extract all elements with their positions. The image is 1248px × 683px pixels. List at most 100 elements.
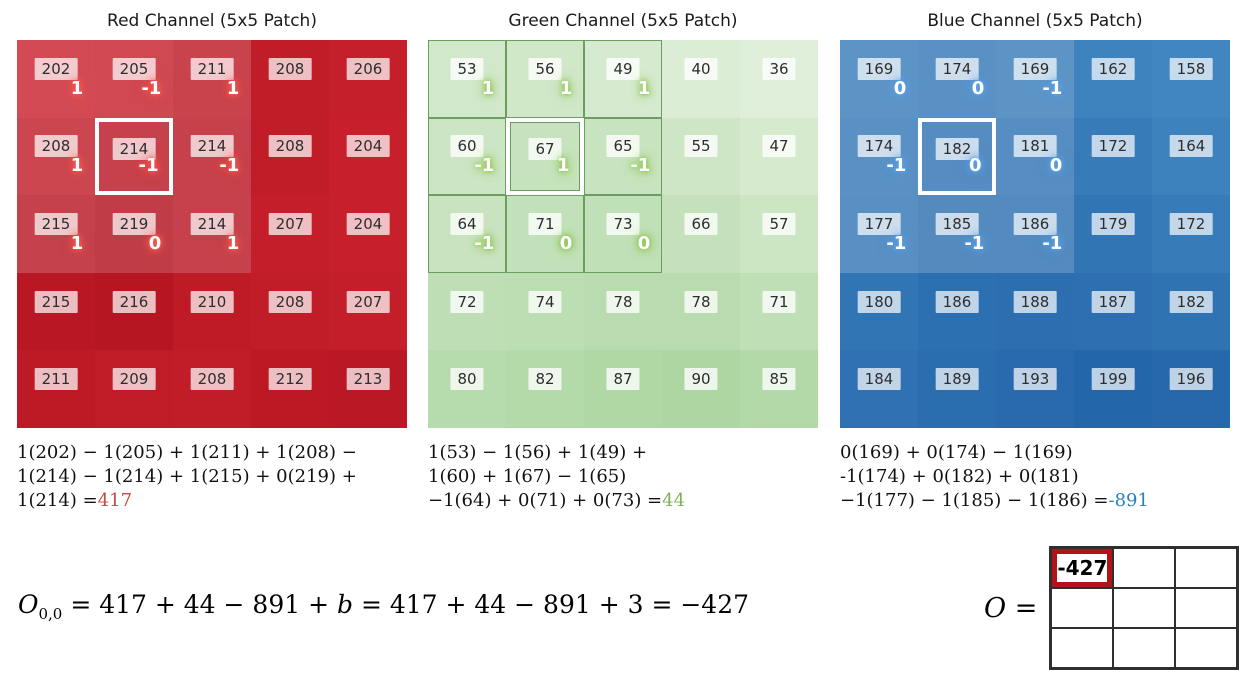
- cell-value: 188: [1013, 290, 1057, 313]
- green-sum-result: 44: [662, 490, 686, 511]
- kernel-weight: -1: [138, 155, 159, 177]
- grid-cell: 210: [173, 272, 251, 351]
- grid-cell: 207: [329, 272, 407, 351]
- cell-value: 57: [762, 213, 796, 236]
- cell-value: 87: [606, 368, 640, 391]
- cell-value: 78: [684, 290, 718, 313]
- kernel-weight: 1: [481, 77, 495, 99]
- grid-cell: 55: [662, 117, 740, 196]
- grid-cell: 40: [662, 40, 740, 118]
- cell-value: 207: [346, 290, 390, 313]
- grid-cell: 216: [95, 272, 173, 351]
- cell-value: 49: [606, 57, 640, 80]
- kernel-weight: -1: [1042, 77, 1063, 99]
- cell-value: 205: [112, 57, 156, 80]
- kernel-weight: 1: [70, 232, 84, 254]
- grid-cell: 193: [996, 350, 1074, 428]
- cell-value: 82: [528, 368, 562, 391]
- formula-line-text: 1(214) =: [17, 490, 98, 511]
- grid-cell: 158: [1152, 40, 1230, 118]
- kernel-weight: 0: [968, 155, 982, 177]
- formula-line: 1(60) + 1(67) − 1(65): [428, 466, 627, 487]
- kernel-weight: 1: [226, 232, 240, 254]
- cell-value: 199: [1091, 368, 1135, 391]
- kernel-weight: 0: [971, 77, 985, 99]
- grid-cell: 214-1: [173, 117, 251, 196]
- center-highlight-cell: 214-1: [95, 117, 173, 196]
- grid-cell: 206: [329, 40, 407, 118]
- grid-cell: 74: [506, 272, 584, 351]
- grid-cell: 174-1: [840, 117, 918, 196]
- kernel-weight: 1: [559, 77, 573, 99]
- grid-cell: 36: [740, 40, 818, 118]
- output-equation: O0,0 = 417 + 44 − 891 + b = 417 + 44 − 8…: [18, 590, 749, 623]
- cell-value: 47: [762, 135, 796, 158]
- grid-cell: 211: [17, 350, 95, 428]
- grid-cell: 78: [584, 272, 662, 351]
- kernel-weight: -1: [1042, 232, 1063, 254]
- cell-value: 185: [935, 213, 979, 236]
- blue-channel-formula: 0(169) + 0(174) − 1(169) -1(174) + 0(182…: [840, 441, 1230, 513]
- grid-cell: 188: [996, 272, 1074, 351]
- cell-value: 215: [34, 213, 78, 236]
- cell-value: 162: [1091, 57, 1135, 80]
- kernel-weight: -1: [141, 77, 162, 99]
- cell-value: 180: [857, 290, 901, 313]
- cell-value: 71: [528, 213, 562, 236]
- output-matrix-grid: -427: [1049, 546, 1240, 670]
- kernel-weight: 0: [637, 232, 651, 254]
- blue-sum-result: -891: [1108, 490, 1149, 511]
- cell-value: 182: [935, 137, 979, 160]
- cell-value: 211: [34, 368, 78, 391]
- output-cell-empty: [1113, 588, 1176, 628]
- kernel-weight: 0: [148, 232, 162, 254]
- cell-value: 78: [606, 290, 640, 313]
- grid-cell: 205-1: [95, 40, 173, 118]
- grid-cell: 215: [17, 272, 95, 351]
- cell-value: 212: [268, 368, 312, 391]
- grid-cell: 65-1: [584, 117, 662, 196]
- grid-cell: 196: [1152, 350, 1230, 428]
- cell-value: 184: [857, 368, 901, 391]
- cell-value: 169: [857, 57, 901, 80]
- grid-cell: 82: [506, 350, 584, 428]
- grid-cell: 187: [1074, 272, 1152, 351]
- output-cell-empty: [1175, 588, 1238, 628]
- cell-value: 85: [762, 368, 796, 391]
- output-cell-empty: [1113, 548, 1176, 588]
- grid-cell: 184: [840, 350, 918, 428]
- output-cell-empty: [1175, 548, 1238, 588]
- cell-value: 40: [684, 57, 718, 80]
- grid-cell: 72: [428, 272, 506, 351]
- cell-value: 215: [34, 290, 78, 313]
- cell-value: 66: [684, 213, 718, 236]
- kernel-weight: 0: [559, 232, 573, 254]
- cell-value: 193: [1013, 368, 1057, 391]
- output-matrix-label: O =: [984, 593, 1037, 624]
- cell-value: 177: [857, 213, 901, 236]
- formula-line: 1(202) − 1(205) + 1(211) + 1(208) −: [17, 442, 357, 463]
- formula-line: −1(177) − 1(185) − 1(186) =-891: [840, 489, 1230, 513]
- kernel-weight: -1: [219, 155, 240, 177]
- grid-cell: 172: [1152, 195, 1230, 273]
- kernel-weight: 0: [893, 77, 907, 99]
- cell-value: 181: [1013, 135, 1057, 158]
- grid-cell: 213: [329, 350, 407, 428]
- kernel-weight: -1: [474, 155, 495, 177]
- grid-cell: 177-1: [840, 195, 918, 273]
- grid-cell: 78: [662, 272, 740, 351]
- cell-value: 216: [112, 290, 156, 313]
- blue-channel-title: Blue Channel (5x5 Patch): [927, 11, 1143, 31]
- cell-value: 60: [450, 135, 484, 158]
- cell-value: 74: [528, 290, 562, 313]
- grid-cell: 189: [918, 350, 996, 428]
